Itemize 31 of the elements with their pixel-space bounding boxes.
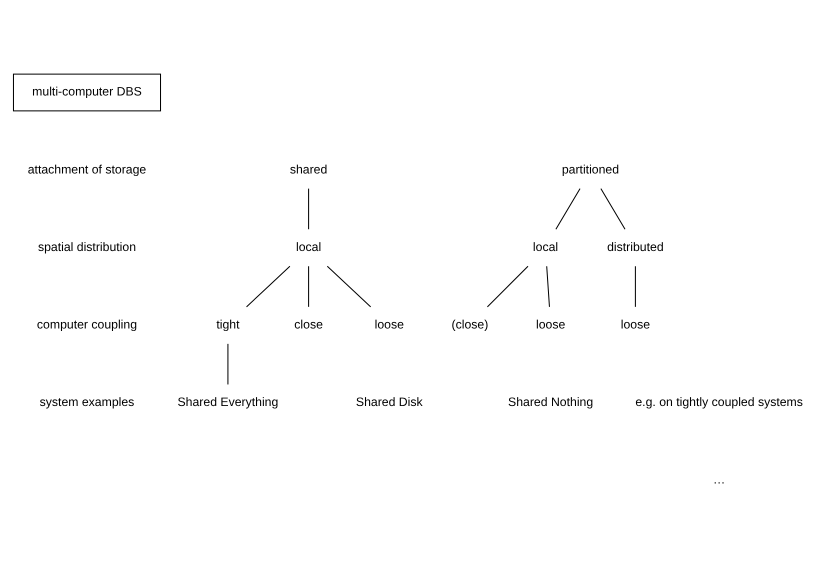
label: e.g. on tightly coupled systems bbox=[634, 394, 802, 409]
connector bbox=[308, 266, 309, 306]
connector bbox=[486, 265, 528, 307]
node-text: local bbox=[532, 239, 558, 254]
node-text: tight bbox=[216, 316, 239, 331]
connector bbox=[308, 188, 309, 229]
connector bbox=[246, 265, 290, 307]
label: Shared Nothing bbox=[508, 394, 593, 409]
label: system examples bbox=[39, 394, 134, 409]
node-text: Shared Everything bbox=[177, 394, 278, 409]
node-text: loose bbox=[374, 316, 404, 331]
label: spatial distribution bbox=[37, 239, 136, 254]
node-box: multi-computer DBS bbox=[12, 73, 161, 111]
label: attachment of storage bbox=[27, 162, 146, 176]
connector bbox=[226, 343, 228, 384]
node-text: (close) bbox=[451, 316, 488, 331]
node-text: shared bbox=[289, 162, 327, 176]
node-text: loose bbox=[535, 316, 565, 331]
connector bbox=[634, 266, 636, 306]
node-text: distributed bbox=[606, 239, 664, 254]
label: … bbox=[712, 472, 725, 486]
connector bbox=[554, 188, 580, 229]
node-text: partitioned bbox=[561, 162, 619, 176]
connector bbox=[546, 266, 550, 306]
label: Shared Disk bbox=[355, 394, 422, 409]
node-text: loose bbox=[620, 316, 650, 331]
label: computer coupling bbox=[36, 316, 137, 331]
connector bbox=[326, 265, 371, 307]
node-text: local bbox=[296, 239, 321, 254]
node-text: close bbox=[294, 316, 322, 331]
connector bbox=[600, 188, 625, 229]
